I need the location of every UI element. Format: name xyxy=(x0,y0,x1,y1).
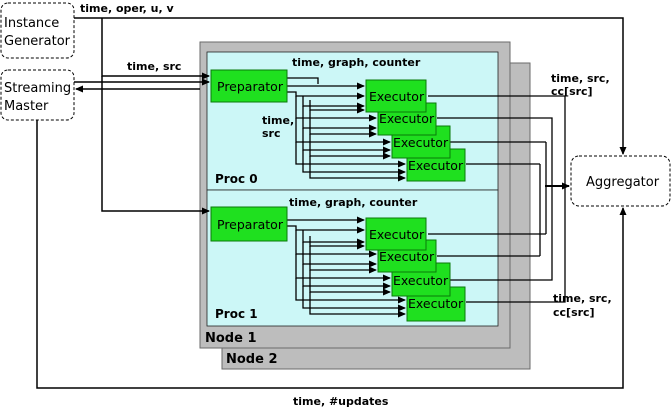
label-time-oper-u-v: time, oper, u, v xyxy=(80,2,175,15)
proc-1-label: Proc 1 xyxy=(215,307,258,321)
streaming-master-label-1: Streaming xyxy=(4,81,71,96)
executor-proc0-1-label: Executor xyxy=(369,89,425,104)
label-time-graph-counter-proc1: time, graph, counter xyxy=(289,196,418,209)
label-cc-src-top: cc[src] xyxy=(551,85,593,98)
instance-generator-label-2: Generator xyxy=(4,34,71,49)
proc-0-fanout xyxy=(287,77,406,182)
executor-stack-proc0: Executor Executor Executor Executor xyxy=(365,79,466,182)
label-time-src-master: time, src xyxy=(127,60,181,73)
preparator-proc0-label: Preparator xyxy=(217,79,284,94)
executor-proc1-3-label: Executor xyxy=(393,273,449,288)
executor-proc0-4-label: Executor xyxy=(408,158,464,173)
executor-proc1-1-label: Executor xyxy=(369,227,425,242)
edge-master-aggregator xyxy=(36,120,627,389)
instance-generator-box xyxy=(0,2,75,59)
node-1-label: Node 1 xyxy=(205,331,257,346)
proc-1-executor-outputs xyxy=(428,142,566,303)
preparator-proc0 xyxy=(210,69,288,103)
label-cc-src-bottom: cc[src] xyxy=(553,306,595,319)
executor-proc1-4-label: Executor xyxy=(408,296,464,311)
aggregator-label: Aggregator xyxy=(586,175,660,190)
streaming-master-label-2: Master xyxy=(4,99,49,114)
label-time-graph-counter-proc0: time, graph, counter xyxy=(292,56,421,69)
label-src-proc0: src xyxy=(262,127,281,140)
edge-generator-aggregator xyxy=(74,17,627,155)
aggregator-box xyxy=(570,155,671,207)
executor-proc1-2-label: Executor xyxy=(379,249,435,264)
executor-proc1-1 xyxy=(365,217,427,251)
label-time-src-bottom: time, src, xyxy=(553,292,612,305)
executor-proc0-1 xyxy=(365,79,427,113)
proc-1-fanout xyxy=(287,216,406,318)
edge-generator-prep1 xyxy=(101,76,210,215)
node-2-label: Node 2 xyxy=(226,352,278,367)
executor-proc0-2-label: Executor xyxy=(379,111,435,126)
instance-generator-label-1: Instance xyxy=(4,16,59,31)
label-time-updates: time, #updates xyxy=(293,395,389,408)
proc-0-executor-outputs xyxy=(428,95,566,186)
preparator-proc1-label: Preparator xyxy=(217,217,284,232)
preparator-proc1 xyxy=(210,206,288,242)
label-time-proc0: time, xyxy=(262,114,294,127)
proc-0-label: Proc 0 xyxy=(215,172,258,186)
label-time-src-top: time, src, xyxy=(551,72,610,85)
executor-proc0-3-label: Executor xyxy=(393,135,449,150)
executor-stack-proc1: Executor Executor Executor Executor xyxy=(365,217,466,322)
